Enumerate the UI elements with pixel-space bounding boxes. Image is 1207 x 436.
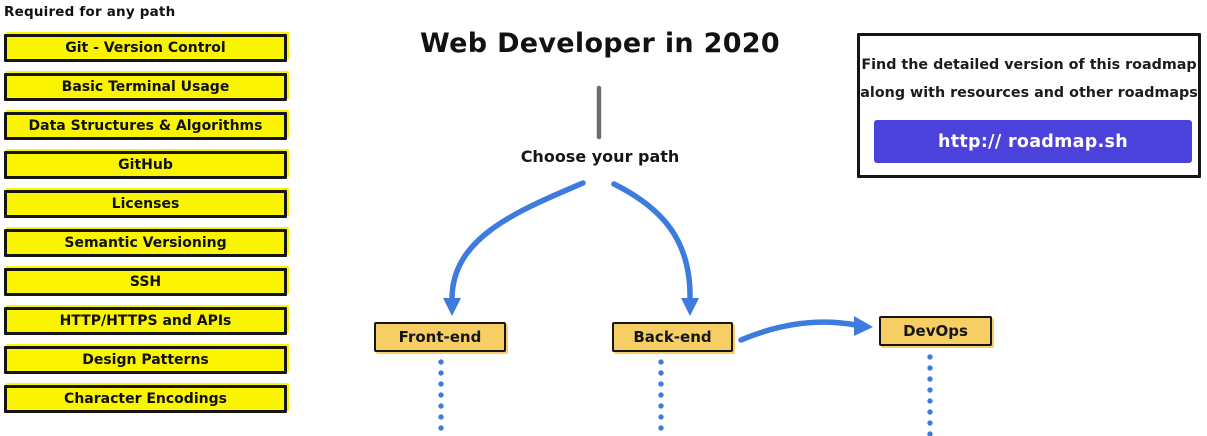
path-node-devops[interactable]: DevOps — [879, 316, 992, 346]
page-title: Web Developer in 2020 — [420, 28, 780, 59]
sidebar-item-git-version-control[interactable]: Git - Version Control — [4, 34, 287, 62]
arrow-to-devops — [738, 319, 859, 343]
arrow-to-front-end — [449, 180, 586, 302]
choose-path-label: Choose your path — [520, 147, 680, 166]
required-heading: Required for any path — [4, 4, 176, 20]
sidebar-item-licenses[interactable]: Licenses — [4, 190, 287, 218]
info-text-line1: Find the detailed version of this roadma… — [861, 57, 1197, 73]
continuation-dots-back-end — [658, 359, 664, 436]
continuation-dots-front-end — [438, 359, 444, 436]
arrowhead-devops-icon — [854, 316, 873, 336]
path-node-front-end[interactable]: Front-end — [374, 322, 506, 352]
arrowhead-front-end-icon — [443, 298, 461, 316]
arrowhead-back-end-icon — [681, 298, 699, 316]
arrow-to-back-end — [611, 181, 693, 302]
info-text-line2: along with resources and other roadmaps — [860, 85, 1198, 101]
sidebar-item-design-patterns[interactable]: Design Patterns — [4, 346, 287, 374]
sidebar-item-semantic-versioning[interactable]: Semantic Versioning — [4, 229, 287, 257]
sidebar-item-basic-terminal-usage[interactable]: Basic Terminal Usage — [4, 73, 287, 101]
sidebar-item-github[interactable]: GitHub — [4, 151, 287, 179]
sidebar-item-ssh[interactable]: SSH — [4, 268, 287, 296]
info-box: Find the detailed version of this roadma… — [857, 33, 1201, 178]
continuation-dots-devops — [927, 354, 933, 436]
sidebar-item-character-encodings[interactable]: Character Encodings — [4, 385, 287, 413]
sidebar-item-data-structures-algorithms[interactable]: Data Structures & Algorithms — [4, 112, 287, 140]
path-node-back-end[interactable]: Back-end — [612, 322, 733, 352]
sidebar-item-http-https-apis[interactable]: HTTP/HTTPS and APIs — [4, 307, 287, 335]
required-section: Required for any path Git - Version Cont… — [4, 4, 288, 424]
roadmap-url-button[interactable]: http:// roadmap.sh — [874, 120, 1192, 163]
